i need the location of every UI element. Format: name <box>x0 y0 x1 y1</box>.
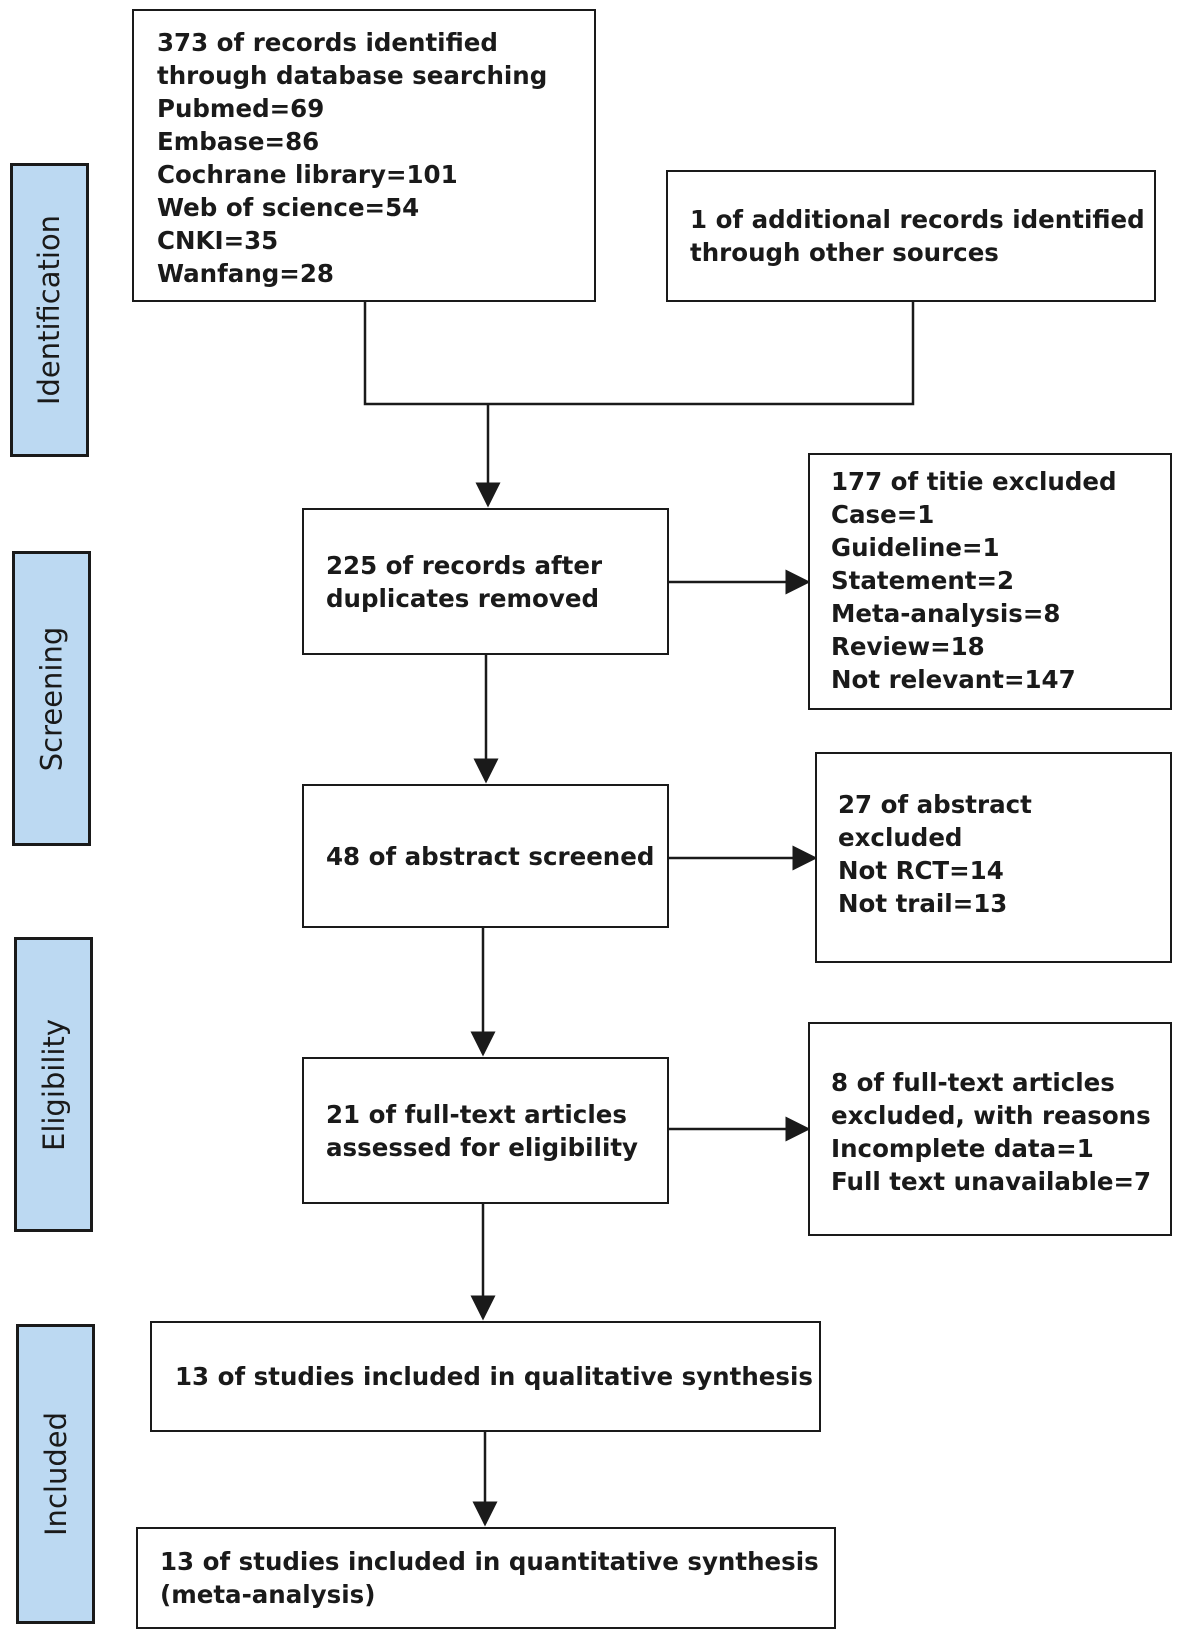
stage-included: Included <box>16 1324 95 1624</box>
box-line: Case=1 <box>831 500 935 529</box>
box-line: assessed for eligibility <box>326 1132 639 1162</box>
box-line: Embase=86 <box>157 127 320 156</box>
box-line: through other sources <box>690 238 999 267</box>
box-line: 373 of records identified <box>157 28 498 57</box>
box-line: Web of science=54 <box>157 193 420 222</box>
box-line: 1 of additional records identified <box>690 205 1145 234</box>
title-excluded-box: 177 of titie excluded Case=1 Guideline=1… <box>808 453 1172 710</box>
full-text-excluded-box: 8 of full-text articles excluded, with r… <box>808 1022 1172 1236</box>
stage-screening-label: Screening <box>34 626 69 771</box>
box-line: Not RCT=14 <box>838 856 1004 885</box>
qualitative-synthesis-box: 13 of studies included in qualitative sy… <box>150 1321 821 1432</box>
box-line: Full text unavailable=7 <box>831 1167 1152 1196</box>
abstract-screened-box: 48 of abstract screened <box>302 784 669 928</box>
box-line: Guideline=1 <box>831 533 1000 562</box>
box-line: Incomplete data=1 <box>831 1134 1094 1163</box>
box-line: Statement=2 <box>831 566 1015 595</box>
box-line: duplicates removed <box>326 583 599 613</box>
database-search-box: 373 of records identified through databa… <box>132 9 596 302</box>
stage-eligibility-label: Eligibility <box>36 1018 71 1151</box>
box-line: 177 of titie excluded <box>831 467 1117 496</box>
box-line: 21 of full-text articles <box>326 1099 627 1129</box>
box-line: through database searching <box>157 61 548 90</box>
box-line: (meta-analysis) <box>160 1580 376 1609</box>
box-line: Wanfang=28 <box>157 259 334 288</box>
box-line: 8 of full-text articles <box>831 1068 1115 1097</box>
box-line: excluded <box>838 823 963 852</box>
stage-eligibility: Eligibility <box>14 937 93 1232</box>
box-line: 27 of abstract <box>838 790 1032 819</box>
full-text-assessed-box: 21 of full-text articles assessed for el… <box>302 1057 669 1204</box>
other-sources-box: 1 of additional records identified throu… <box>666 170 1156 302</box>
after-duplicates-box: 225 of records after duplicates removed <box>302 508 669 655</box>
box-line: 48 of abstract screened <box>326 841 655 871</box>
box-line: Not relevant=147 <box>831 665 1076 694</box>
stage-identification-label: Identification <box>32 214 67 406</box>
abstract-excluded-box: 27 of abstract excluded Not RCT=14 Not t… <box>815 752 1172 963</box>
box-line: CNKI=35 <box>157 226 279 255</box>
box-line: excluded, with reasons <box>831 1101 1151 1130</box>
box-line: Not trail=13 <box>838 889 1008 918</box>
box-line: 13 of studies included in qualitative sy… <box>175 1362 813 1391</box>
box-line: Pubmed=69 <box>157 94 325 123</box>
box-line: Cochrane library=101 <box>157 160 458 189</box>
merge-connector <box>363 300 915 406</box>
stage-screening: Screening <box>12 551 91 846</box>
quantitative-synthesis-box: 13 of studies included in quantitative s… <box>136 1527 836 1629</box>
box-line: Review=18 <box>831 632 985 661</box>
stage-identification: Identification <box>10 163 89 457</box>
box-line: Meta-analysis=8 <box>831 599 1061 628</box>
box-line: 13 of studies included in quantitative s… <box>160 1547 819 1576</box>
box-line: 225 of records after <box>326 550 603 580</box>
stage-included-label: Included <box>38 1412 73 1536</box>
